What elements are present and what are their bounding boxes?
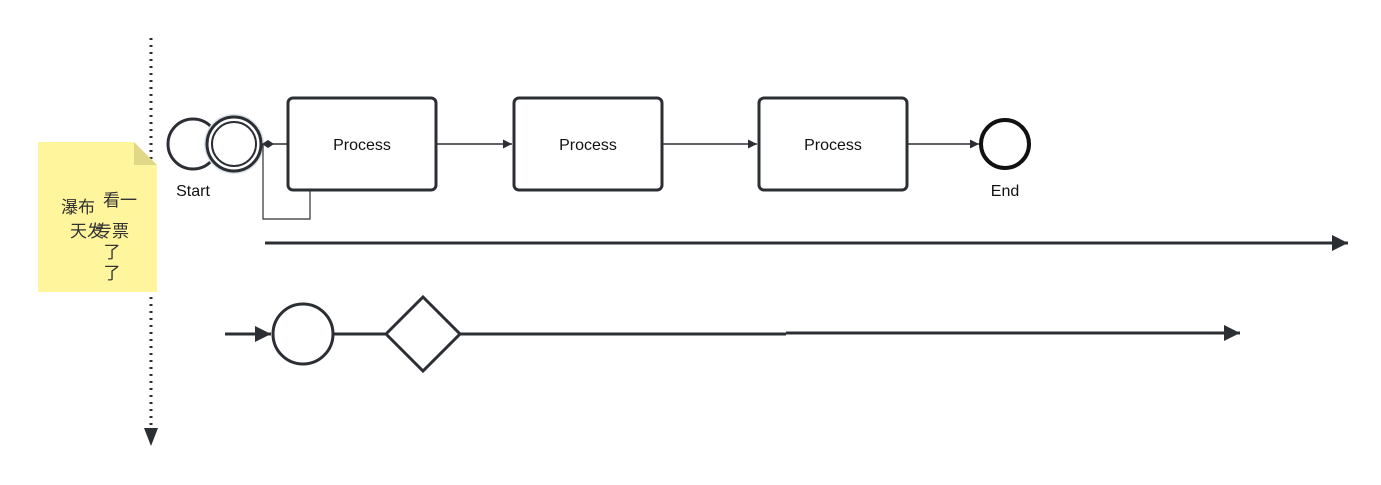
- note-text-line-3: 看一: [103, 191, 137, 211]
- note-text-line-4: 专票: [95, 222, 129, 242]
- task-1[interactable]: Process: [286, 96, 438, 192]
- start-event-label: Start: [176, 183, 210, 200]
- sticky-note-body: [38, 142, 157, 292]
- end-event-label: End: [991, 183, 1019, 200]
- note-text-line-1: 瀑布: [61, 198, 95, 218]
- intermediate-event[interactable]: [204, 114, 264, 174]
- gateway-diamond[interactable]: [383, 294, 463, 374]
- note-text-line-5: 了: [104, 243, 121, 263]
- note-text-line-6: 了: [104, 264, 121, 284]
- sticky-note-fold: [134, 142, 157, 165]
- task-3-label: Process: [804, 137, 862, 154]
- task-3[interactable]: Process: [757, 96, 909, 192]
- task-2[interactable]: Process: [512, 96, 664, 192]
- task-1-label: Process: [333, 137, 391, 154]
- vertical-arrow-head: [144, 428, 158, 446]
- lower-circle-node[interactable]: [271, 302, 335, 366]
- end-event-circle[interactable]: [979, 118, 1031, 170]
- note-text-line-2: 天发: [70, 222, 104, 242]
- task-2-label: Process: [559, 137, 617, 154]
- sticky-note[interactable]: 瀑布 天发 看一 专票 了 了: [38, 142, 157, 292]
